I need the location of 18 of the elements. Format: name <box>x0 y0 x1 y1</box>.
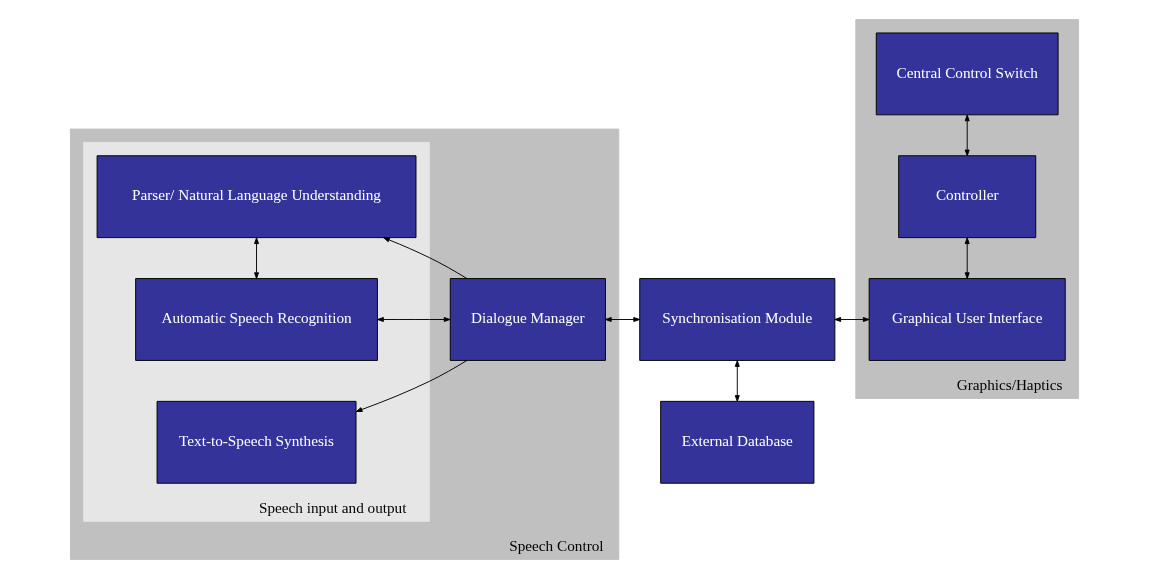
node-box: Dialogue Manager <box>449 278 606 361</box>
node-box: Text-to-Speech Synthesis <box>156 400 357 484</box>
arrow <box>383 237 468 279</box>
arrow <box>964 237 970 279</box>
node-box: External Database <box>660 400 815 484</box>
arrow <box>964 114 970 157</box>
arrow <box>605 317 640 322</box>
arrow <box>377 317 451 322</box>
node-box: Synchronisation Module <box>639 278 836 361</box>
arrow <box>734 360 740 402</box>
node-box: Controller <box>898 155 1037 239</box>
arrow <box>254 237 259 279</box>
node-box: Parser/ Natural Language Understanding <box>96 155 417 239</box>
arrow <box>834 317 870 322</box>
arrow <box>355 359 468 412</box>
node-box: Automatic Speech Recognition <box>135 278 378 361</box>
node-box: Graphical User Interface <box>868 278 1066 361</box>
node-box: Central Control Switch <box>875 32 1059 116</box>
